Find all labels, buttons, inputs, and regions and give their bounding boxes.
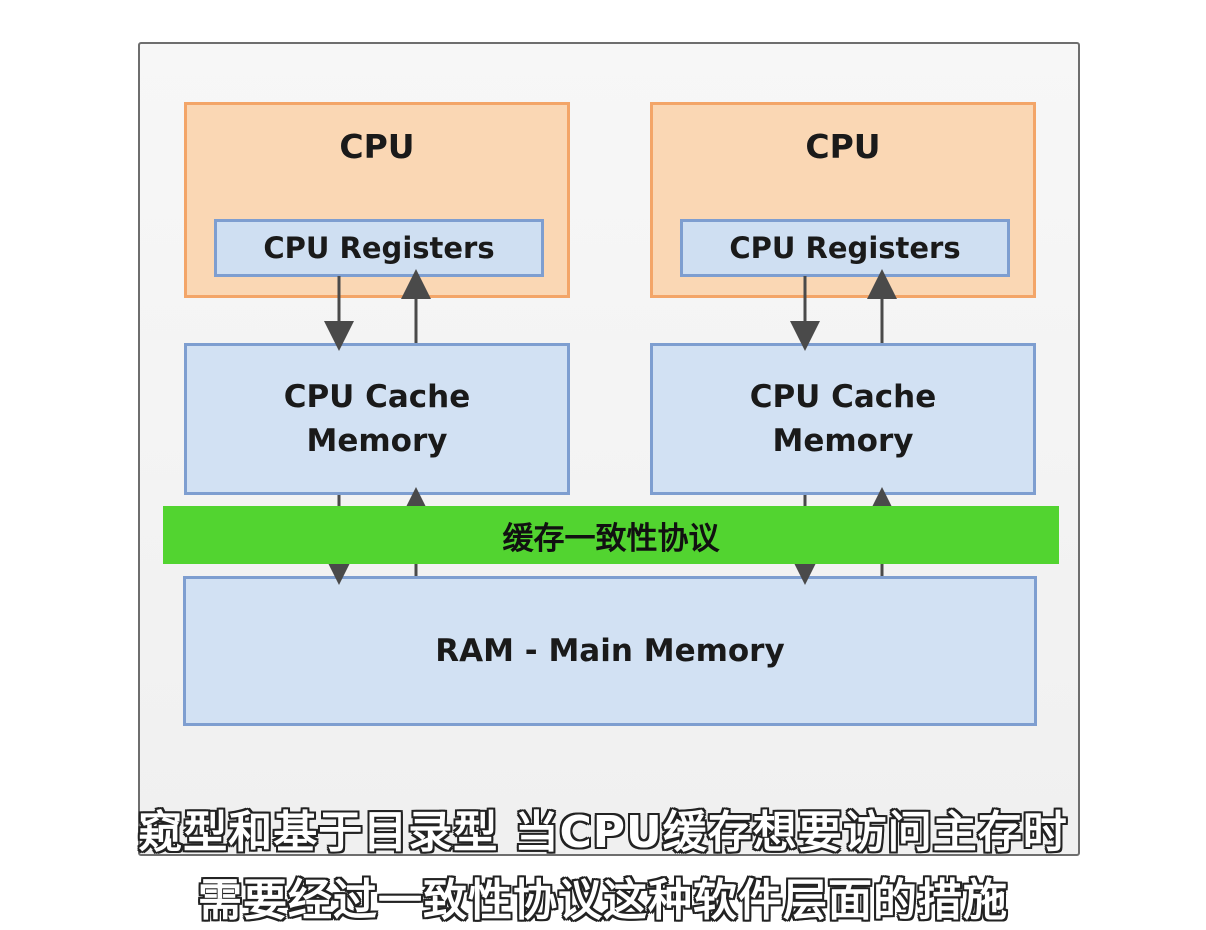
ram-label: RAM - Main Memory — [435, 633, 785, 669]
cpu-registers-box: CPU Registers — [680, 219, 1010, 277]
cpu-cache-box-right: CPU Cache Memory — [650, 343, 1036, 495]
cpu-registers-box: CPU Registers — [214, 219, 544, 277]
subtitle-line-1: 窥型和基于目录型 当CPU缓存想要访问主存时 — [138, 807, 1068, 858]
protocol-label: 缓存一致性协议 — [502, 520, 720, 557]
cpu-title: CPU — [805, 127, 881, 166]
cache-label-line1: CPU Cache — [749, 379, 937, 415]
cache-label-line1: CPU Cache — [283, 379, 471, 415]
cache-label-line2: Memory — [306, 423, 448, 459]
cache-coherence-protocol-band: 缓存一致性协议 — [163, 506, 1059, 564]
cpu-title: CPU — [339, 127, 415, 166]
cpu-box-right: CPU CPU Registers — [650, 102, 1036, 298]
cache-label-line2: Memory — [772, 423, 914, 459]
subtitle-line-2: 需要经过一致性协议这种软件层面的措施 — [198, 875, 1008, 926]
ram-main-memory-box: RAM - Main Memory — [183, 576, 1037, 726]
cpu-cache-box-left: CPU Cache Memory — [184, 343, 570, 495]
cpu-box-left: CPU CPU Registers — [184, 102, 570, 298]
